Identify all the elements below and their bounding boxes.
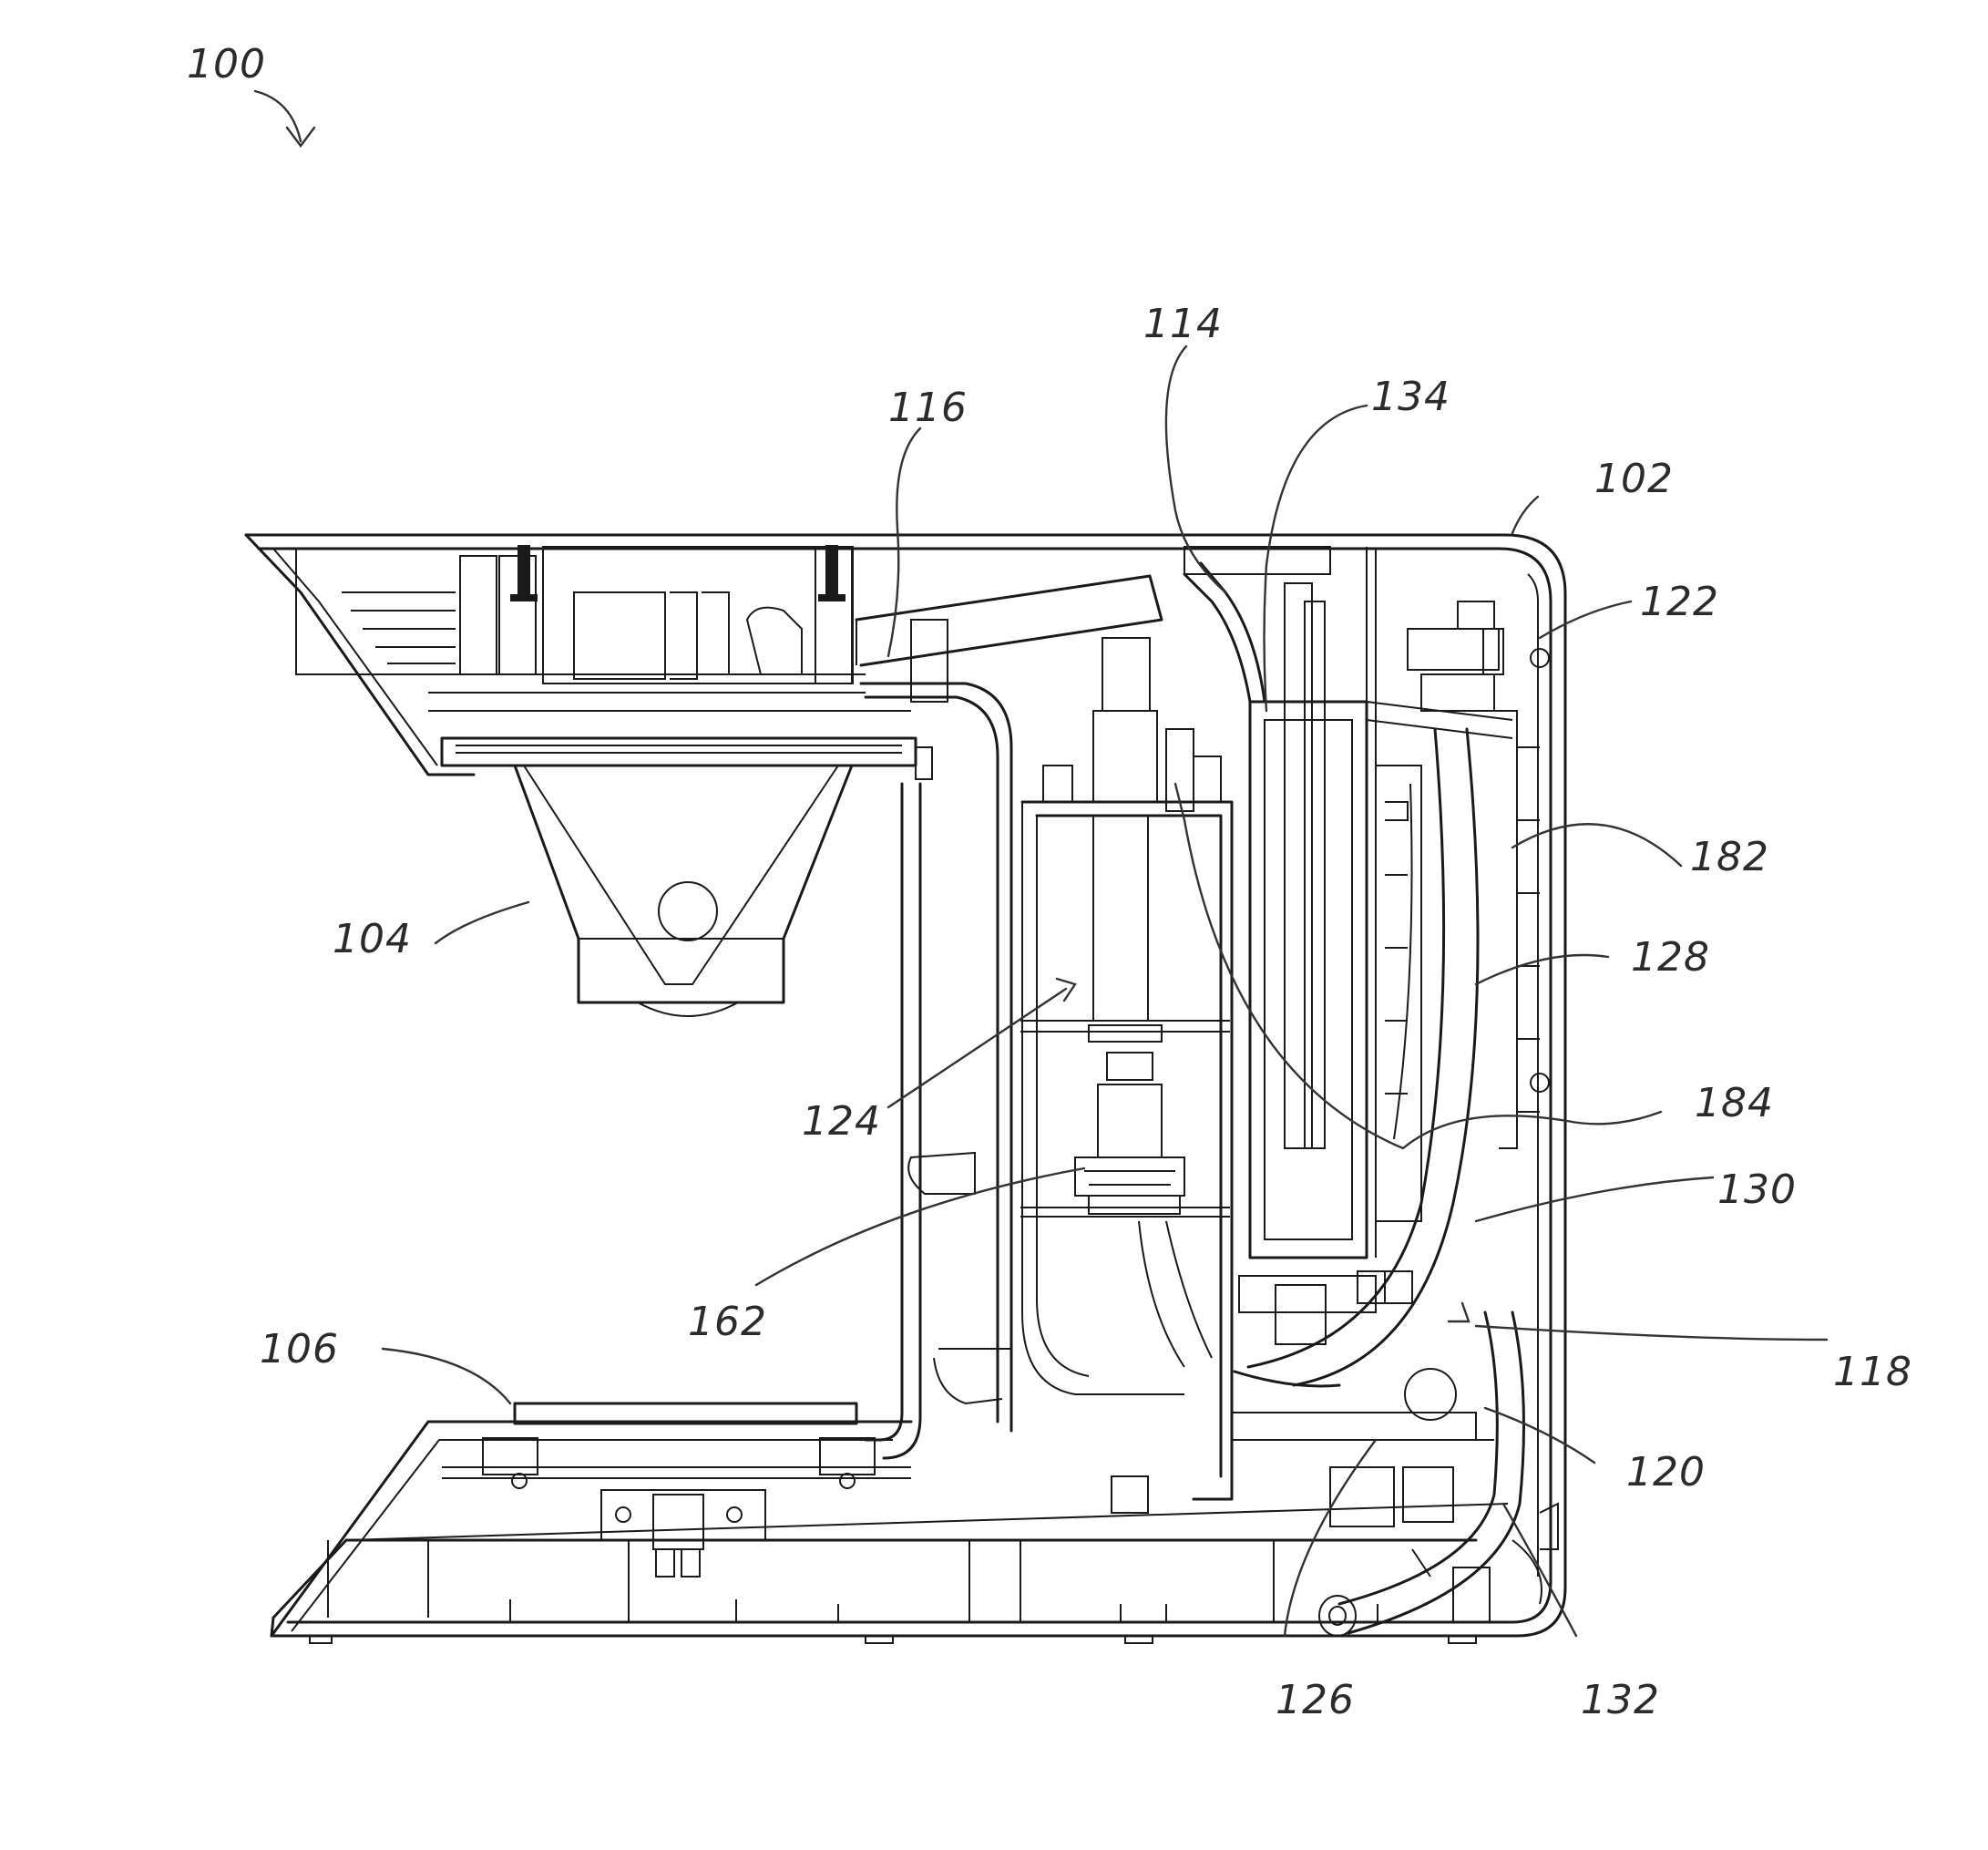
label-106: 106 bbox=[260, 1326, 339, 1372]
upper-lid-assembly bbox=[296, 545, 1330, 711]
label-104: 104 bbox=[333, 916, 412, 962]
label-122: 122 bbox=[1640, 579, 1719, 625]
label-162: 162 bbox=[688, 1299, 767, 1345]
label-102: 102 bbox=[1594, 456, 1674, 502]
central-column bbox=[861, 638, 1232, 1513]
label-116: 116 bbox=[888, 385, 968, 431]
drip-tray bbox=[442, 1403, 911, 1577]
label-132: 132 bbox=[1581, 1677, 1660, 1723]
label-118: 118 bbox=[1833, 1349, 1912, 1395]
label-114: 114 bbox=[1143, 301, 1223, 347]
label-182: 182 bbox=[1690, 834, 1769, 880]
label-100: 100 bbox=[187, 41, 266, 87]
label-126: 126 bbox=[1276, 1677, 1355, 1723]
label-124: 124 bbox=[802, 1098, 881, 1145]
label-120: 120 bbox=[1626, 1449, 1706, 1495]
reference-numerals: 100 102 104 106 114 116 118 120 122 124 … bbox=[187, 41, 1912, 1723]
label-184: 184 bbox=[1695, 1080, 1774, 1126]
label-128: 128 bbox=[1631, 934, 1710, 981]
brew-basket bbox=[442, 738, 932, 1016]
lid-arm bbox=[856, 576, 1162, 665]
reservoir-section bbox=[1184, 547, 1558, 1636]
label-130: 130 bbox=[1717, 1167, 1797, 1213]
label-134: 134 bbox=[1371, 374, 1450, 420]
leader-lines bbox=[255, 91, 1827, 1636]
